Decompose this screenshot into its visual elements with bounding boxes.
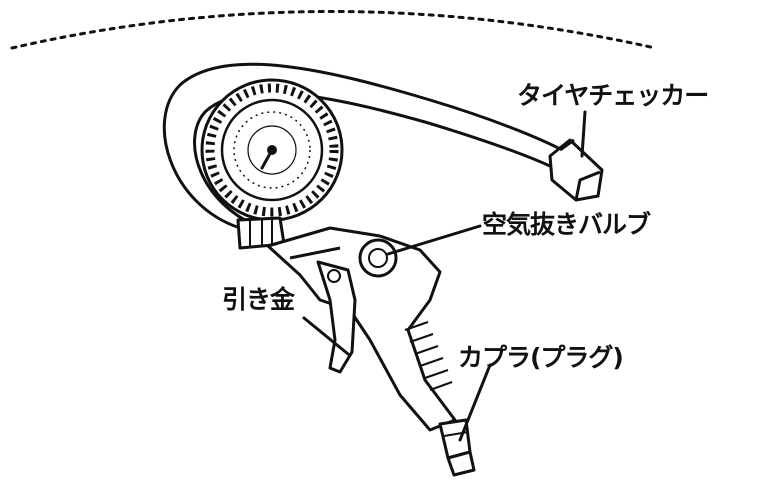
coupler-plug: [438, 418, 476, 477]
leader-trigger: [302, 316, 350, 356]
label-trigger: 引き金: [222, 285, 295, 314]
leader-lines: [302, 110, 587, 442]
leader-coupler: [458, 363, 492, 442]
dotted-arc: [10, 10, 657, 50]
label-tire-checker: タイヤチェッカー: [517, 81, 709, 110]
trigger-lever: [316, 260, 357, 374]
air-release-valve-knob: [358, 238, 398, 278]
grip-ribs: [404, 321, 453, 391]
pressure-gauge: [200, 78, 344, 222]
label-coupler: カプラ(プラグ): [458, 343, 624, 372]
leader-tire-checker: [580, 110, 587, 158]
tire-checker-nozzle: [548, 138, 604, 202]
label-air-release-valve: 空気抜きバルブ: [482, 210, 651, 239]
leader-air-release-valve: [386, 224, 482, 256]
